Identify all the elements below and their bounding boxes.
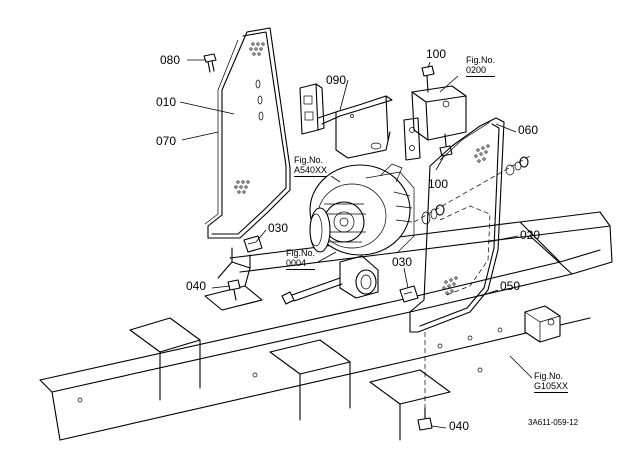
bolt-040-bottom xyxy=(417,332,433,431)
left-side-cover-010 xyxy=(204,27,291,239)
fig-ref-g105xx: Fig.No. G105XX xyxy=(534,371,569,393)
part-label-100-mid: 100 xyxy=(428,177,449,191)
part-label-030-right: 030 xyxy=(392,255,413,269)
fig-ref-a540xx-line1: Fig.No. xyxy=(294,155,324,165)
washers xyxy=(413,155,531,225)
part-label-010: 010 xyxy=(156,95,177,109)
bracket-090 xyxy=(299,83,393,159)
part-label-080: 080 xyxy=(160,53,181,67)
drawing-code: 3A611-059-12 xyxy=(528,418,579,427)
leader-lines xyxy=(179,59,533,429)
fig-ref-g105xx-line1: Fig.No. xyxy=(534,371,564,381)
bolt-100-top xyxy=(421,65,435,93)
right-side-cover-020 xyxy=(409,117,505,333)
fig-ref-0200-line1: Fig.No. xyxy=(466,55,496,65)
part-label-030-left: 030 xyxy=(268,221,289,235)
fig-ref-0004-line2: 0004 xyxy=(286,258,316,270)
fig-ref-a540xx-line2: A540XX xyxy=(294,165,328,177)
part-label-060: 060 xyxy=(518,123,539,137)
bolt-040-top xyxy=(227,279,241,301)
alternator-long-bolt xyxy=(281,277,343,305)
alternator xyxy=(309,163,415,299)
part-label-100-top: 100 xyxy=(426,47,447,61)
fig-ref-a540xx: Fig.No. A540XX xyxy=(294,155,328,177)
regulator-bracket xyxy=(403,85,467,161)
fig-ref-g105xx-line2: G105XX xyxy=(534,381,569,393)
part-label-040-top: 040 xyxy=(186,279,207,293)
part-label-040-bottom: 040 xyxy=(449,419,470,433)
part-label-090: 090 xyxy=(326,73,347,87)
fig-ref-0004-line1: Fig.No. xyxy=(286,248,316,258)
fig-ref-0200: Fig.No. 0200 xyxy=(466,55,496,77)
clip-030-right xyxy=(399,285,419,303)
fig-ref-0004: Fig.No. 0004 xyxy=(286,248,316,270)
part-label-050: 050 xyxy=(500,279,521,293)
bolt-080 xyxy=(203,53,217,73)
part-label-070: 070 xyxy=(156,134,177,148)
part-label-020: 020 xyxy=(520,228,541,242)
fig-ref-0200-line2: 0200 xyxy=(466,65,496,77)
